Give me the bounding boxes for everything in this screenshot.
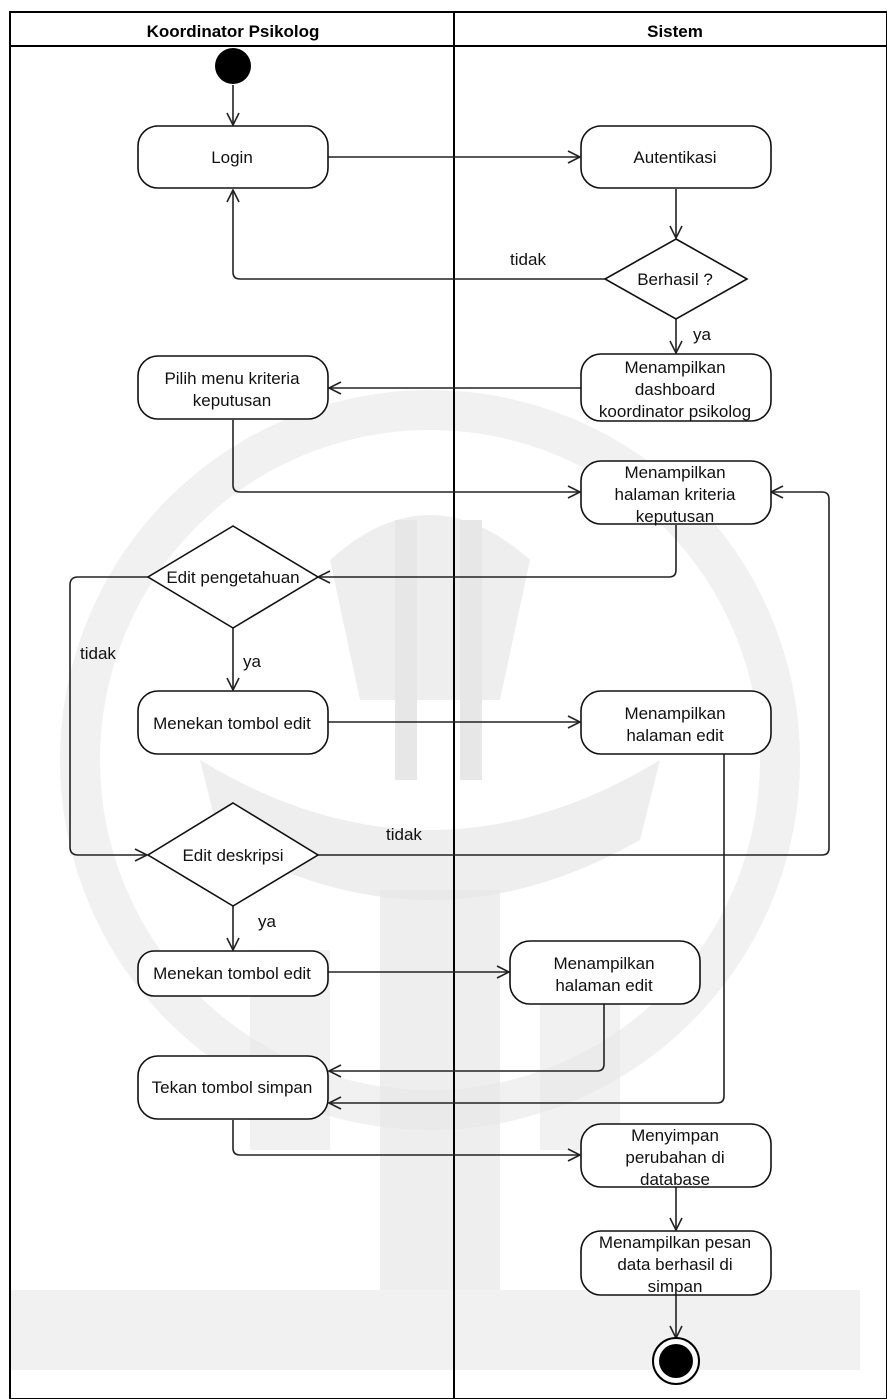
activity-dashboard-line-1: Menampilkan xyxy=(624,358,725,377)
decision-berhasil-label: Berhasil ? xyxy=(637,270,713,289)
activity-halaman-edit-1-line-2: halaman edit xyxy=(626,726,724,745)
activity-tekan-edit-2: Menekan tombol edit xyxy=(137,950,329,997)
activity-halaman-edit-1-line-1: Menampilkan xyxy=(624,704,725,723)
activity-tekan-edit-1: Menekan tombol edit xyxy=(137,690,329,755)
activity-login: Login xyxy=(137,125,329,189)
activity-halaman-kriteria-line-2: halaman kriteria xyxy=(615,485,736,504)
activity-pilih-menu-line-1: Pilih menu kriteria xyxy=(164,369,300,388)
activity-menyimpan: Menyimpan perubahan di database xyxy=(580,1123,772,1189)
activity-tekan-simpan-label: Tekan tombol simpan xyxy=(152,1078,313,1097)
edge-label-tidak-login: tidak xyxy=(510,250,546,269)
activity-dashboard: Menampilkan dashboard koordinator psikol… xyxy=(580,353,772,422)
activity-pilih-menu: Pilih menu kriteria keputusan xyxy=(137,355,329,420)
watermark-seal xyxy=(10,390,860,1370)
lane-header-koordinator: Koordinator Psikolog xyxy=(147,22,320,41)
edge-label-tidak-deskripsi: tidak xyxy=(386,825,422,844)
edge-label-ya-deskripsi: ya xyxy=(258,912,277,931)
activity-tekan-edit-2-label: Menekan tombol edit xyxy=(153,964,311,983)
edge-label-ya-pengetahuan: ya xyxy=(243,652,262,671)
activity-dashboard-line-2: dashboard xyxy=(635,380,715,399)
activity-halaman-kriteria-line-3: keputusan xyxy=(636,507,714,526)
activity-pesan: Menampilkan pesan data berhasil di simpa… xyxy=(580,1230,772,1296)
activity-pesan-line-3: simpan xyxy=(648,1277,703,1296)
decision-edit-deskripsi: Edit deskripsi xyxy=(146,802,320,907)
edge-label-tidak-pengetahuan: tidak xyxy=(80,644,116,663)
activity-login-label: Login xyxy=(211,148,253,167)
end-node xyxy=(652,1337,700,1385)
activity-halaman-kriteria-line-1: Menampilkan xyxy=(624,463,725,482)
start-node xyxy=(215,48,251,84)
activity-halaman-edit-2-line-2: halaman edit xyxy=(555,976,653,995)
edge-label-ya-dashboard: ya xyxy=(693,325,712,344)
edges xyxy=(69,85,830,1338)
activity-dashboard-line-3: koordinator psikolog xyxy=(599,402,751,421)
activity-tekan-edit-1-label: Menekan tombol edit xyxy=(153,714,311,733)
decision-edit-pengetahuan: Edit pengetahuan xyxy=(146,525,320,629)
activity-menyimpan-line-1: Menyimpan xyxy=(631,1126,719,1145)
activity-autentikasi: Autentikasi xyxy=(580,125,772,189)
activity-halaman-edit-1: Menampilkan halaman edit xyxy=(580,690,772,755)
lane-header-sistem: Sistem xyxy=(647,22,703,41)
decision-edit-deskripsi-label: Edit deskripsi xyxy=(182,846,283,865)
decision-berhasil: Berhasil ? xyxy=(603,238,749,320)
activity-tekan-simpan: Tekan tombol simpan xyxy=(137,1055,329,1120)
activity-menyimpan-line-3: database xyxy=(640,1170,710,1189)
activity-pesan-line-2: data berhasil di xyxy=(617,1255,732,1274)
activity-pilih-menu-line-2: keputusan xyxy=(193,391,271,410)
activity-pesan-line-1: Menampilkan pesan xyxy=(599,1233,751,1252)
edge-labels: tidak ya tidak ya tidak ya xyxy=(80,250,712,931)
activity-halaman-kriteria: Menampilkan halaman kriteria keputusan xyxy=(580,460,772,526)
activity-autentikasi-label: Autentikasi xyxy=(633,148,716,167)
swimlanes: Koordinator Psikolog Sistem xyxy=(9,11,887,1399)
activity-menyimpan-line-2: perubahan di xyxy=(625,1148,724,1167)
activity-halaman-edit-2-line-1: Menampilkan xyxy=(553,954,654,973)
decision-edit-pengetahuan-label: Edit pengetahuan xyxy=(166,568,299,587)
activity-halaman-edit-2: Menampilkan halaman edit xyxy=(509,940,701,1005)
